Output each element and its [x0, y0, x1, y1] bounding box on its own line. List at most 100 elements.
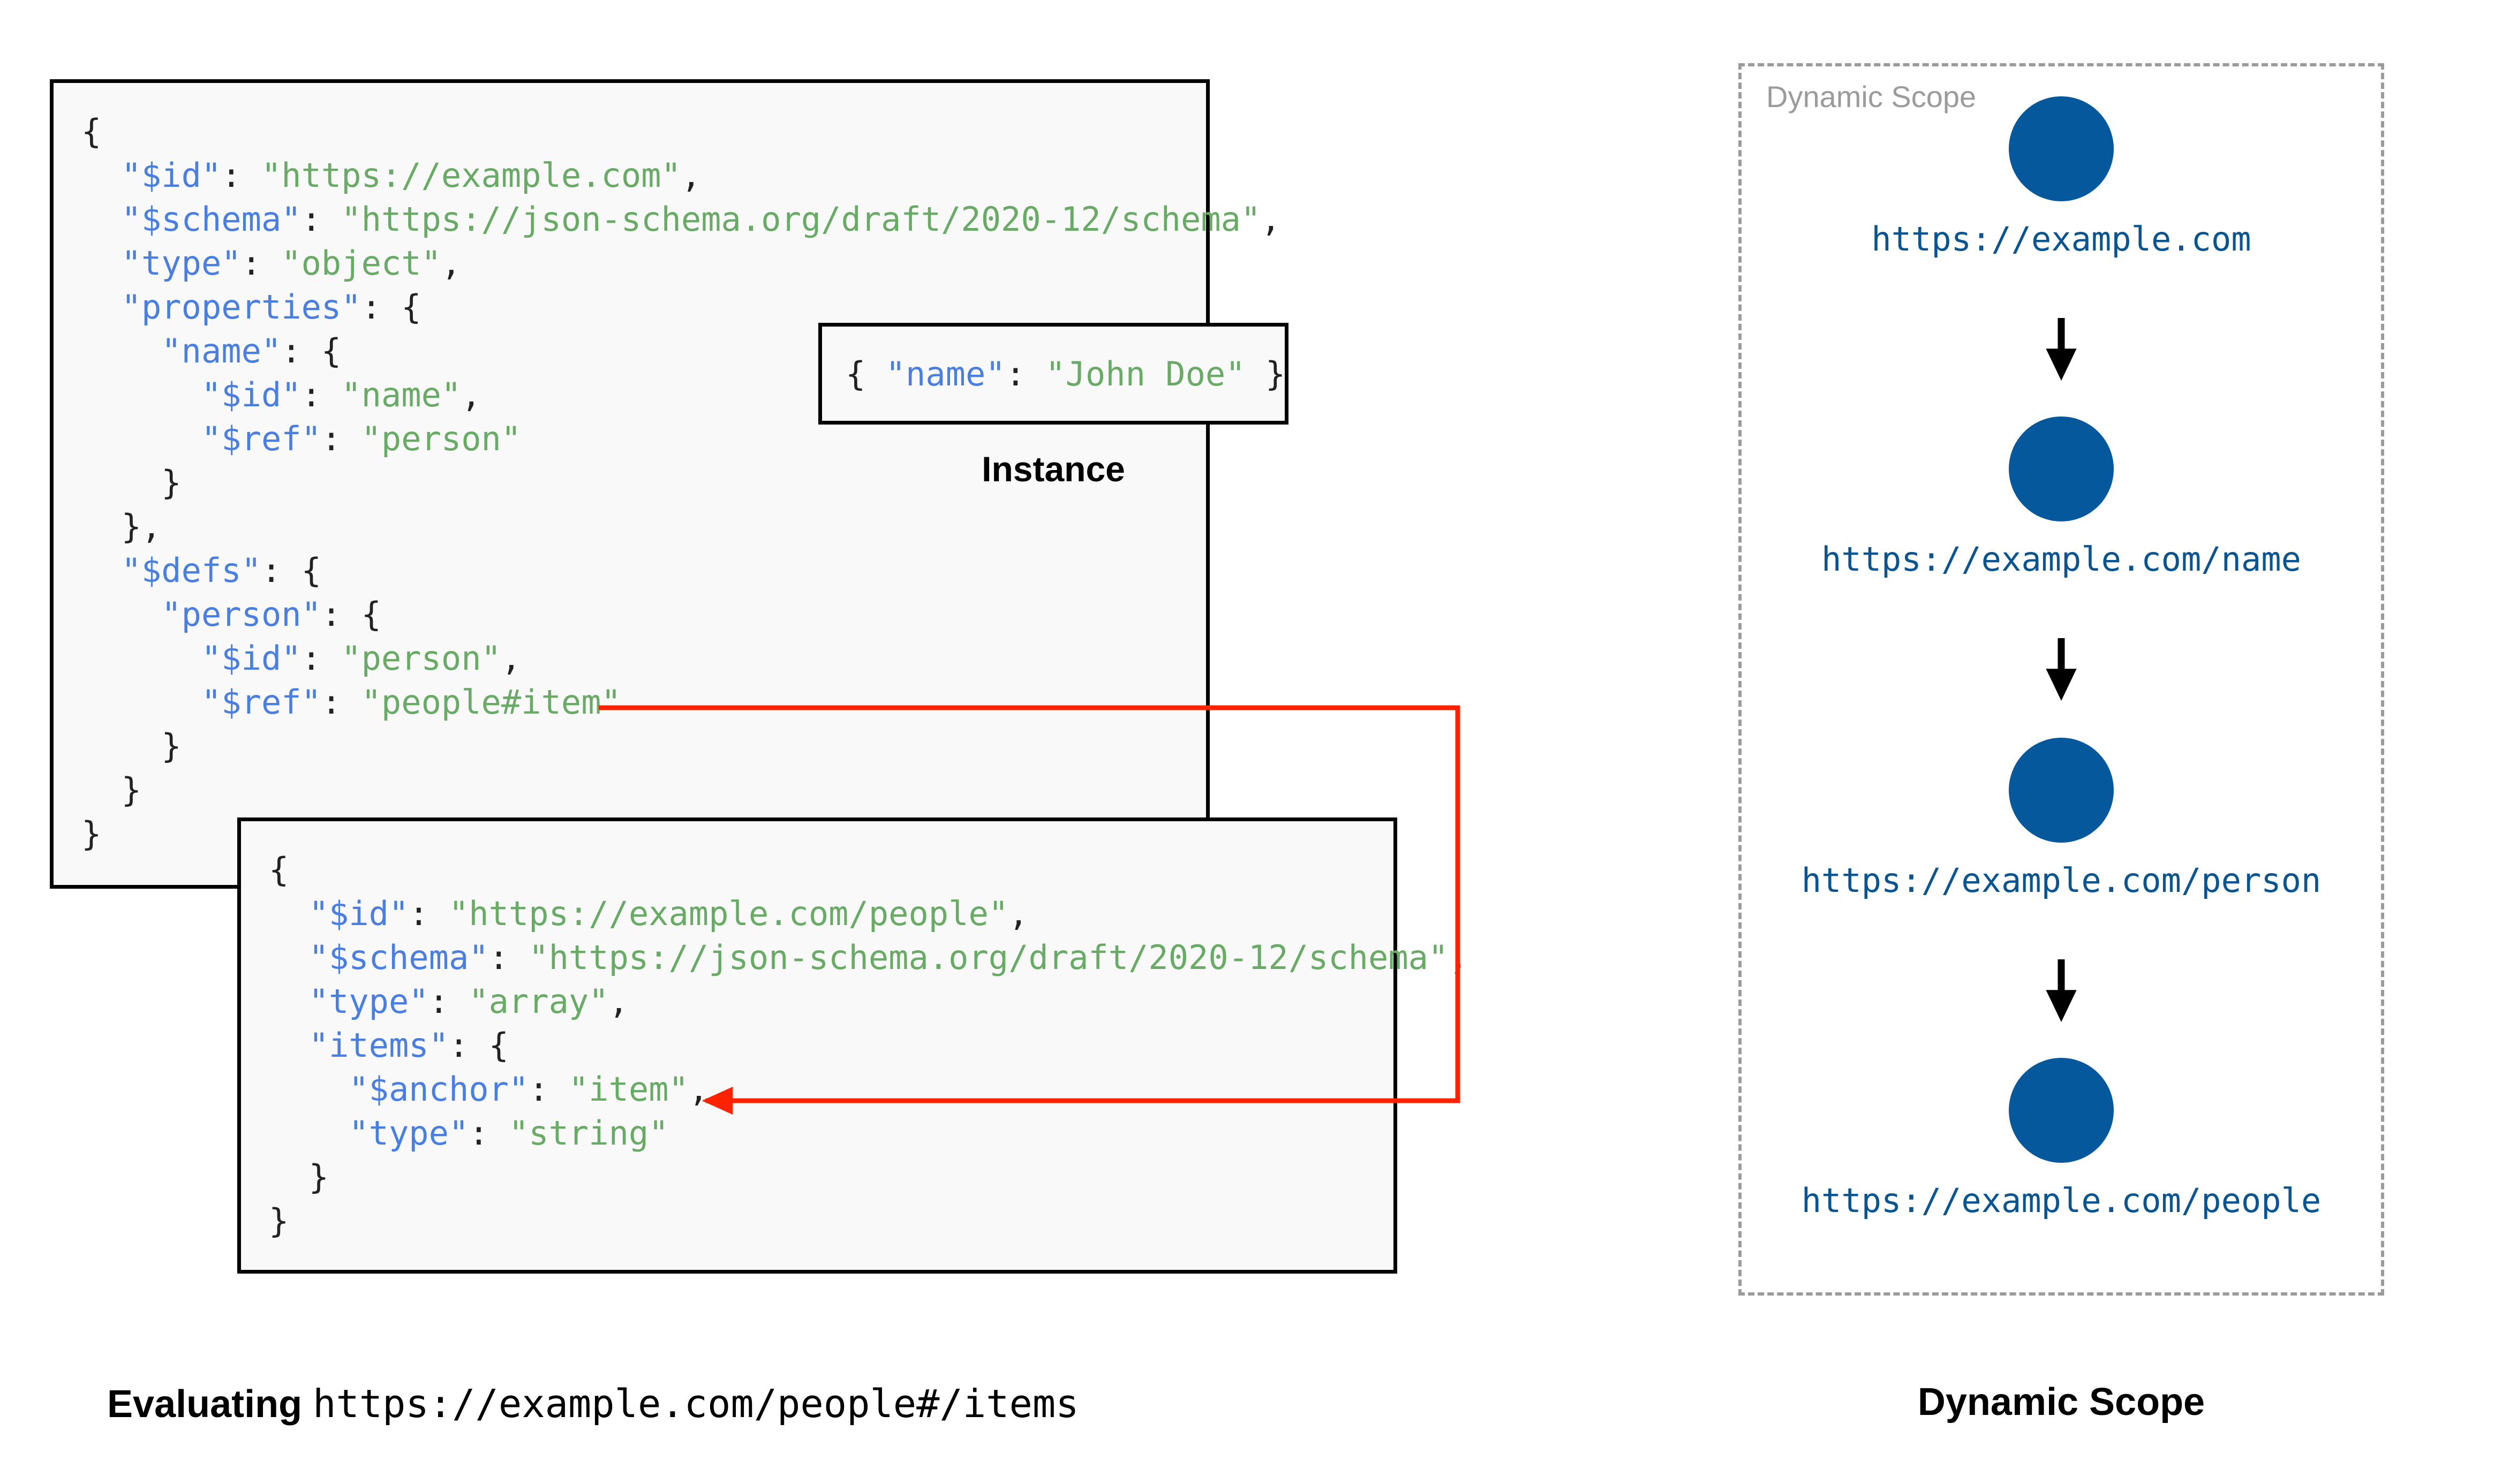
code-token: }: [269, 1201, 289, 1240]
scope-node-3: https://example.com/people: [1738, 1058, 2384, 1220]
code-token: :: [469, 1114, 509, 1153]
code-token: "type": [308, 982, 429, 1021]
code-token: {: [269, 850, 289, 889]
code-token: [269, 1114, 349, 1153]
code-token: :: [301, 200, 342, 239]
code-token: }: [269, 1157, 329, 1197]
code-token: [269, 1070, 349, 1109]
code-token: ,: [1448, 938, 1468, 977]
code-token: :: [301, 375, 342, 414]
instance-box: { "name": "John Doe" }: [818, 323, 1288, 425]
arrow-down-icon: [2046, 318, 2077, 381]
code-token: ,: [1261, 200, 1281, 239]
code-token: "$id": [201, 639, 302, 678]
code-token: [269, 938, 309, 977]
code-token: "array": [469, 982, 609, 1021]
instance-code: { "name": "John Doe" }: [846, 352, 1285, 396]
code-token: "https://json-schema.org/draft/2020-12/s…: [341, 200, 1261, 239]
code-token: "name": [885, 354, 1006, 393]
code-token: "object": [281, 244, 441, 283]
code-token: : {: [261, 551, 321, 590]
code-token: [269, 1026, 309, 1065]
scope-node-2: https://example.com/person: [1738, 738, 2384, 900]
code-token: : {: [321, 595, 381, 634]
scope-node-label: https://example.com/person: [1801, 861, 2322, 900]
code-token: ,: [608, 982, 629, 1021]
code-token: :: [428, 982, 469, 1021]
code-token: "person": [161, 595, 321, 634]
code-token: "https://example.com/people": [448, 894, 1009, 933]
code-token: "John Doe": [1045, 354, 1246, 393]
scope-node-label: https://example.com/name: [1821, 540, 2301, 579]
evaluating-caption-lead: Evaluating: [107, 1383, 313, 1426]
code-token: "$ref": [201, 419, 321, 458]
scope-circle-icon: [2009, 1058, 2114, 1163]
code-token: ,: [1008, 894, 1029, 933]
dynamic-scope-caption: Dynamic Scope: [1917, 1381, 2205, 1424]
code-token: "type": [349, 1114, 469, 1153]
code-token: "item": [568, 1070, 689, 1109]
scope-circle-icon: [2009, 96, 2114, 201]
code-token: "person": [361, 419, 522, 458]
code-token: "https://json-schema.org/draft/2020-12/s…: [529, 938, 1449, 977]
scope-node-1: https://example.com/name: [1738, 417, 2384, 579]
code-token: "$schema": [308, 938, 489, 977]
code-token: "person": [341, 639, 501, 678]
code-token: [81, 551, 122, 590]
code-token: :: [241, 244, 282, 283]
code-token: "$ref": [201, 683, 321, 722]
code-token: }: [81, 463, 182, 502]
code-token: "$id": [121, 156, 222, 195]
code-token: {: [81, 112, 102, 151]
scope-node-0: https://example.com: [1738, 96, 2384, 259]
code-token: [81, 639, 201, 678]
people-schema-box: { "$id": "https://example.com/people", "…: [237, 817, 1468, 1274]
code-token: [81, 595, 161, 634]
code-token: "$anchor": [349, 1070, 529, 1109]
code-token: ,: [688, 1070, 709, 1109]
code-token: ,: [681, 156, 702, 195]
code-token: :: [1005, 354, 1046, 393]
code-token: [81, 419, 201, 458]
code-token: "name": [341, 375, 462, 414]
scope-node-label: https://example.com/people: [1801, 1181, 2322, 1220]
code-token: : {: [448, 1026, 509, 1065]
arrow-down-icon: [2046, 638, 2077, 701]
code-token: "type": [121, 244, 242, 283]
dynamic-scope-panel-title: Dynamic Scope: [1766, 80, 1977, 113]
code-token: ,: [461, 375, 481, 414]
scope-circle-icon: [2009, 417, 2114, 521]
code-token: "properties": [121, 287, 361, 327]
code-token: }: [81, 726, 182, 766]
code-token: [269, 894, 309, 933]
code-token: "items": [308, 1026, 449, 1065]
code-token: "people#item": [361, 683, 621, 722]
code-token: }: [81, 770, 141, 809]
code-token: :: [221, 156, 261, 195]
root-schema-code: { "$id": "https://example.com", "$schema…: [81, 110, 1281, 856]
code-token: : {: [281, 331, 342, 370]
code-token: :: [409, 894, 449, 933]
code-token: {: [846, 354, 886, 393]
code-token: ,: [441, 244, 462, 283]
evaluating-caption: Evaluating https://example.com/people#/i…: [107, 1381, 1079, 1426]
code-token: :: [301, 639, 342, 678]
arrow-down-icon: [2046, 959, 2077, 1023]
code-token: :: [321, 419, 361, 458]
evaluating-caption-uri: https://example.com/people#/items: [313, 1381, 1079, 1426]
code-token: [81, 156, 122, 195]
code-token: ,: [501, 639, 522, 678]
code-token: "$id": [201, 375, 302, 414]
code-token: :: [529, 1070, 569, 1109]
code-token: [81, 287, 122, 327]
code-token: [81, 683, 201, 722]
code-token: },: [81, 507, 162, 546]
code-token: :: [321, 683, 361, 722]
code-token: "https://example.com": [261, 156, 681, 195]
code-token: "name": [161, 331, 282, 370]
people-schema-code: { "$id": "https://example.com/people", "…: [269, 848, 1468, 1243]
code-token: }: [81, 814, 102, 853]
code-token: "$id": [308, 894, 409, 933]
code-token: [269, 982, 309, 1021]
